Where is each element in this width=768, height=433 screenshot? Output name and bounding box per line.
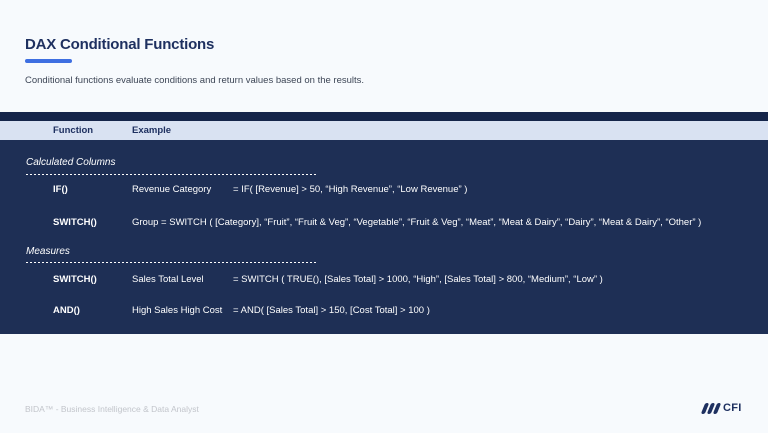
cfi-logo: CFI [700,402,742,414]
function-name: IF() [53,184,68,195]
function-name: AND() [53,305,80,316]
formula-example: = AND( [Sales Total] > 150, [Cost Total]… [233,305,430,316]
table-body: Calculated Columns IF() Revenue Category… [0,140,768,334]
page-title: DAX Conditional Functions [25,36,215,53]
table-row: SWITCH() Group = SWITCH ( [Category], “F… [26,216,760,229]
footer-text: BIDA™ - Business Intelligence & Data Ana… [25,404,199,414]
title-accent-bar [25,59,72,63]
measure-name: Revenue Category [132,184,212,195]
formula-example: = SWITCH ( TRUE(), [Sales Total] > 1000,… [233,274,603,285]
cfi-logo-bars-icon [700,402,722,414]
section-label-measures: Measures [26,246,70,257]
column-header-example: Example [132,125,172,136]
section-divider-dashed [26,262,318,263]
function-name: SWITCH() [53,274,97,285]
measure-name: High Sales High Cost [132,305,223,316]
section-label-calculated-columns: Calculated Columns [26,157,116,168]
section-divider-dashed [26,174,318,175]
table-row: AND() High Sales High Cost = AND( [Sales… [26,304,760,317]
formula-example: = IF( [Revenue] > 50, “High Revenue”, “L… [233,184,468,195]
table-row: SWITCH() Sales Total Level = SWITCH ( TR… [26,273,760,286]
subtitle: Conditional functions evaluate condition… [25,75,365,86]
table-top-strip [0,112,768,121]
column-header-function: Function [53,125,94,136]
cfi-logo-text: CFI [723,402,742,414]
measure-name: Sales Total Level [132,274,204,285]
slide-header: DAX Conditional Functions Conditional fu… [0,0,768,86]
table-row: IF() Revenue Category = IF( [Revenue] > … [26,183,760,196]
table-header-row: Function Example [0,121,768,140]
formula-example: Group = SWITCH ( [Category], “Fruit”, “F… [132,217,702,228]
functions-table: Function Example Calculated Columns IF()… [0,112,768,334]
function-name: SWITCH() [53,217,97,228]
